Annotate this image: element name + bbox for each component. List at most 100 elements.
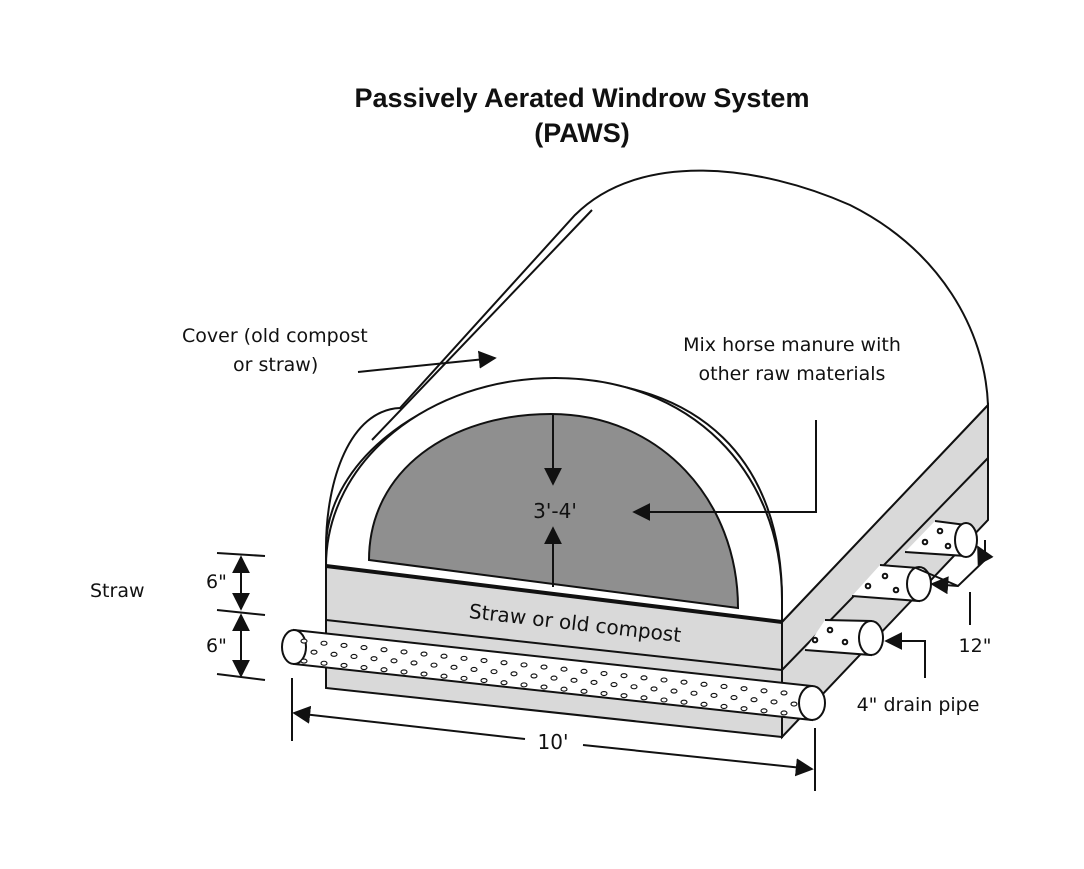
pipe-hole xyxy=(730,695,738,701)
pipe-hole xyxy=(340,642,348,648)
pipe-hole xyxy=(520,662,528,668)
pipe-hole xyxy=(460,655,468,661)
diagram-title-line1: Passively Aerated Windrow System xyxy=(355,83,810,113)
pipe-hole xyxy=(560,666,568,672)
pipe-hole xyxy=(720,683,728,690)
pipe-hole xyxy=(540,664,548,670)
drain-pipe-middle xyxy=(851,564,932,603)
pipe-hole xyxy=(700,681,708,687)
pipe-hole xyxy=(330,651,338,657)
pipe-hole xyxy=(580,668,588,674)
pipe-hole xyxy=(410,660,418,666)
cover-top-ridge xyxy=(371,209,593,441)
pipe-hole xyxy=(460,675,468,681)
mix-arrow xyxy=(632,420,817,521)
pipe-hole xyxy=(340,662,348,668)
spacing-arrow-into-mid-pipe xyxy=(930,576,959,595)
drain-pipe-arrow xyxy=(884,632,926,678)
pipe-hole xyxy=(700,701,708,707)
pipe-hole xyxy=(480,657,488,664)
straw-side-label: Straw xyxy=(90,580,145,602)
pipe-hole xyxy=(390,658,398,664)
pipe-hole xyxy=(360,665,368,671)
pipe-hole xyxy=(490,669,498,675)
height-label: 3'-4' xyxy=(533,499,577,523)
pipe-hole xyxy=(660,697,668,703)
pipe-hole xyxy=(750,697,758,703)
pipe-hole xyxy=(320,660,328,666)
pipe-hole xyxy=(500,660,508,666)
pipe-hole xyxy=(540,684,548,690)
pipe-hole xyxy=(590,679,598,685)
pipe-hole xyxy=(380,647,388,653)
pipe-hole xyxy=(650,686,658,692)
pipe-hole xyxy=(580,688,588,694)
pipe-hole xyxy=(380,667,388,673)
manure-core xyxy=(367,412,740,610)
pipe-hole xyxy=(640,675,648,681)
pipe-hole xyxy=(680,699,688,705)
pipe-hole xyxy=(760,688,768,694)
pipe-hole xyxy=(620,673,628,679)
pipe-hole xyxy=(480,677,488,684)
pipe-hole xyxy=(450,664,458,670)
pipe-hole xyxy=(790,701,798,707)
drain-pipe-front-side xyxy=(804,619,884,657)
pipe-hole xyxy=(720,703,728,710)
pipe-hole xyxy=(400,669,408,675)
pipe-hole xyxy=(690,690,698,696)
pipe-hole xyxy=(360,645,368,651)
pipe-hole xyxy=(760,708,768,714)
pipe-hole xyxy=(440,673,448,679)
pipe-hole xyxy=(740,706,748,712)
pipe-hole xyxy=(300,658,308,664)
width-label: 10' xyxy=(538,730,569,754)
pipe-hole xyxy=(530,673,538,679)
drain-pipe-front xyxy=(281,628,826,722)
pipe-hole xyxy=(320,640,328,646)
width-arrow-right xyxy=(582,744,814,777)
mix-label-line1: Mix horse manure with xyxy=(683,334,901,356)
pipe-hole xyxy=(780,690,788,696)
pipe-hole xyxy=(420,671,428,677)
pipe-hole xyxy=(510,671,518,677)
pipe-hole xyxy=(440,653,448,659)
pipe-hole xyxy=(600,670,608,677)
spacing-arrow-into-pipe xyxy=(977,545,994,566)
pipe-hole xyxy=(370,656,378,662)
pipe-hole xyxy=(670,688,678,694)
diagram-title-line2: (PAWS) xyxy=(534,118,630,148)
six-inch-upper-label: 6" xyxy=(206,571,227,593)
drain-pipe-label: 4" drain pipe xyxy=(857,694,980,716)
cover-arrow xyxy=(357,350,497,373)
pipe-hole xyxy=(630,684,638,690)
pipe-holes xyxy=(300,638,798,716)
spacing-label: 12" xyxy=(959,635,992,657)
pipe-hole xyxy=(710,692,718,698)
pipe-hole xyxy=(520,682,528,688)
pipe-hole xyxy=(310,649,318,655)
pipe-hole xyxy=(660,677,668,683)
pipe-hole xyxy=(470,666,478,673)
dim-tick-middle xyxy=(216,609,266,616)
cover-label-line1: Cover (old compost xyxy=(182,325,368,347)
base-front-divider xyxy=(325,619,783,671)
pipe-hole xyxy=(400,649,408,655)
pipe-hole xyxy=(420,651,428,657)
drain-pipe-back xyxy=(904,520,978,558)
pipe-hole xyxy=(780,710,788,716)
pipe-hole xyxy=(600,690,608,697)
pipe-hole xyxy=(620,693,628,699)
pipe-hole xyxy=(770,699,778,705)
base-top-edge xyxy=(325,564,783,624)
pipe-hole xyxy=(570,677,578,683)
pipe-hole xyxy=(740,686,748,692)
pipe-hole xyxy=(300,638,308,644)
pipe-hole xyxy=(680,679,688,685)
pipe-hole xyxy=(610,682,618,688)
pipe-hole xyxy=(350,653,358,660)
pipe-hole xyxy=(500,680,508,686)
mix-label-line2: other raw materials xyxy=(699,363,886,385)
dim-tick-top xyxy=(216,552,266,557)
